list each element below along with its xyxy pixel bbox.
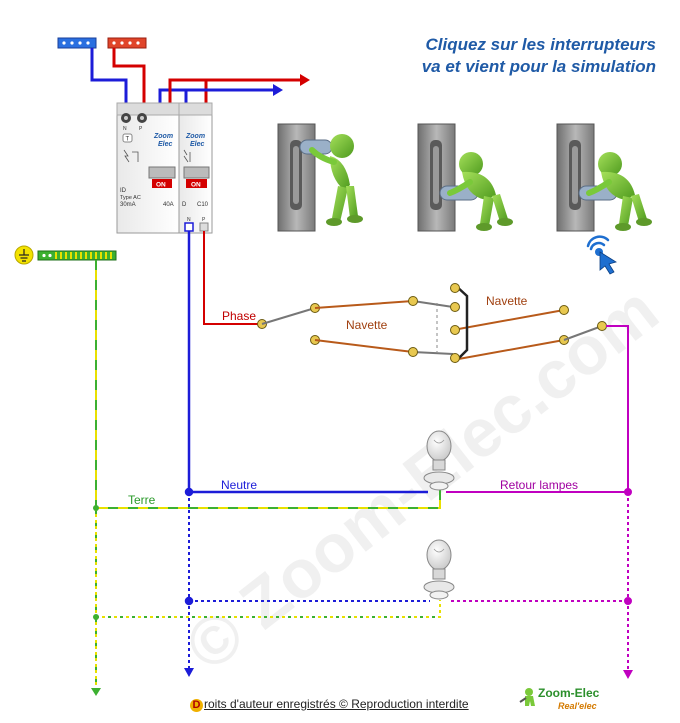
switch-plate-2[interactable] [417, 123, 456, 232]
test-button[interactable] [122, 133, 133, 143]
cb-terminal-p: P [202, 217, 206, 223]
diff-type: Type AC [120, 195, 141, 201]
earth-wires [91, 260, 441, 696]
label-neutre: Neutre [221, 478, 257, 492]
diff-sensitivity: 30mA [120, 202, 136, 208]
label-phase: Phase [222, 309, 256, 323]
diff-rating: 40A [163, 202, 174, 208]
switch-left[interactable] [261, 303, 320, 345]
label-terre: Terre [128, 493, 156, 507]
navette-wires [314, 300, 565, 361]
copyright-text: roits d'auteur enregistrés © Reproductio… [204, 697, 469, 711]
logo-figure-icon [519, 688, 535, 706]
label-navette-right: Navette [486, 294, 528, 308]
label-retour-lampes: Retour lampes [500, 478, 578, 492]
phase-terminal-block [107, 37, 147, 49]
person-pushing-switch-2 [439, 152, 513, 231]
click-cursor-icon[interactable] [586, 235, 617, 275]
navette-terminals [408, 283, 460, 363]
label-navette-left: Navette [346, 318, 388, 332]
person-pulling-switch-1 [299, 134, 363, 226]
test-label: T [126, 137, 130, 143]
diff-brand-2: Elec [158, 141, 173, 148]
logo-brand: Zoom-Elec [538, 686, 600, 700]
cb-lever[interactable] [183, 166, 210, 179]
light-bulb-icon [423, 430, 455, 491]
copyright-initial-badge: D [190, 699, 203, 712]
cb-rating: C10 [197, 202, 209, 208]
light-bulb-icon [423, 539, 455, 600]
junction-box [436, 284, 469, 363]
diff-brand-1: Zoom [153, 133, 173, 140]
cb-curve: D [182, 202, 187, 208]
instruction-title: Cliquez sur les interrupteurs va et vien… [356, 34, 656, 78]
diff-on-label: ON [156, 182, 166, 189]
diff-terminal-n: N [123, 126, 127, 132]
cb-brand-1: Zoom [185, 133, 205, 140]
switch-plate-3[interactable] [556, 123, 595, 232]
navette-links [412, 300, 454, 355]
retour-wire [446, 325, 633, 679]
earth-bar [37, 250, 117, 261]
supply-wires [90, 48, 310, 104]
neutral-terminal-block [57, 37, 97, 49]
cb-terminal-n: N [187, 217, 191, 223]
cb-brand-2: Elec [190, 141, 205, 148]
instruction-line-2: va et vient pour la simulation [421, 57, 656, 76]
person-pushing-switch-3 [578, 152, 652, 231]
differential-breaker: N P T Zoom Elec ON ID Type AC 30mA 40A [116, 102, 180, 234]
diff-id: ID [120, 188, 127, 194]
logo-sub: Real'elec [558, 701, 597, 711]
phase-wire [203, 231, 262, 325]
circuit-breaker: Zoom Elec ON D C10 N P [178, 102, 213, 234]
switch-right[interactable] [559, 305, 607, 345]
earth-ground-icon [14, 245, 34, 265]
cb-on-label: ON [191, 182, 201, 189]
neutral-wire [184, 231, 430, 677]
diff-terminal-p: P [139, 126, 143, 132]
zoom-elec-logo[interactable]: Zoom-Elec Real'elec [518, 686, 618, 714]
diff-on-indicator [152, 179, 172, 188]
cb-on-indicator [186, 179, 207, 188]
instruction-line-1: Cliquez sur les interrupteurs [425, 35, 657, 54]
switch-plate-1[interactable] [277, 123, 316, 232]
diff-lever[interactable] [148, 166, 176, 179]
